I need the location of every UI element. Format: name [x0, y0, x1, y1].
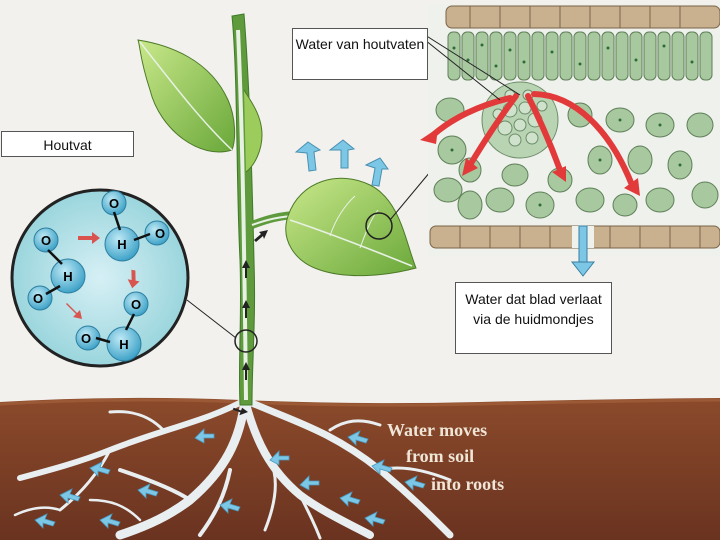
- chloroplasts: [450, 43, 694, 207]
- spongy-cells: [433, 97, 719, 220]
- label-water-van-houtvaten-text: Water van houtvaten: [295, 36, 425, 52]
- water-molecule-1: O H O: [101, 190, 170, 262]
- soil-caption-line-3: into roots: [431, 474, 504, 494]
- soil-caption: Water moves from soil into roots: [387, 420, 504, 494]
- oxygen-symbol: O: [109, 196, 119, 211]
- upper-leaf: [137, 39, 263, 173]
- stem-flow-arrows: [232, 230, 268, 416]
- pointer-line: [424, 34, 521, 96]
- label-water-dat-blad-text: Water dat blad verlaat via de huidmondje…: [465, 291, 602, 327]
- water-molecule-3: O H O: [75, 291, 149, 362]
- pointer-line: [424, 39, 501, 101]
- water-molecule-2: O H O: [27, 227, 86, 311]
- oxygen-symbol: O: [131, 297, 141, 312]
- hydrogen-bond-arrows: [66, 232, 140, 319]
- oxygen-symbol: O: [155, 226, 165, 241]
- stoma-exit-arrow: [570, 225, 596, 277]
- upper-epidermis: [445, 5, 720, 29]
- label-water-van-houtvaten: Water van houtvaten: [292, 28, 428, 80]
- oxygen-symbol: O: [33, 291, 43, 306]
- xylem-molecule-inset: O H O O H O O H O: [10, 188, 258, 368]
- label-houtvat: Houtvat: [1, 131, 134, 157]
- transpiring-leaf: [285, 159, 441, 277]
- label-houtvat-text: Houtvat: [43, 137, 92, 153]
- leaf-cross-section: [420, 4, 720, 277]
- oxygen-symbol: O: [81, 331, 91, 346]
- palisade-cells: [447, 31, 713, 81]
- soil-caption-line-1: Water moves: [387, 420, 487, 440]
- oxygen-symbol: O: [41, 233, 51, 248]
- soil-caption-line-2: from soil: [406, 446, 474, 466]
- soil-water-arrows: [34, 428, 426, 529]
- hydrogen-symbol: H: [119, 337, 128, 352]
- hydrogen-symbol: H: [117, 237, 126, 252]
- hydrogen-symbol: H: [63, 269, 72, 284]
- vapor-arrows: [294, 139, 389, 187]
- stem: [231, 13, 301, 406]
- label-water-dat-blad: Water dat blad verlaat via de huidmondje…: [455, 282, 612, 354]
- evaporation-arrows: [429, 91, 635, 188]
- evaporation-arrowheads: [420, 128, 640, 196]
